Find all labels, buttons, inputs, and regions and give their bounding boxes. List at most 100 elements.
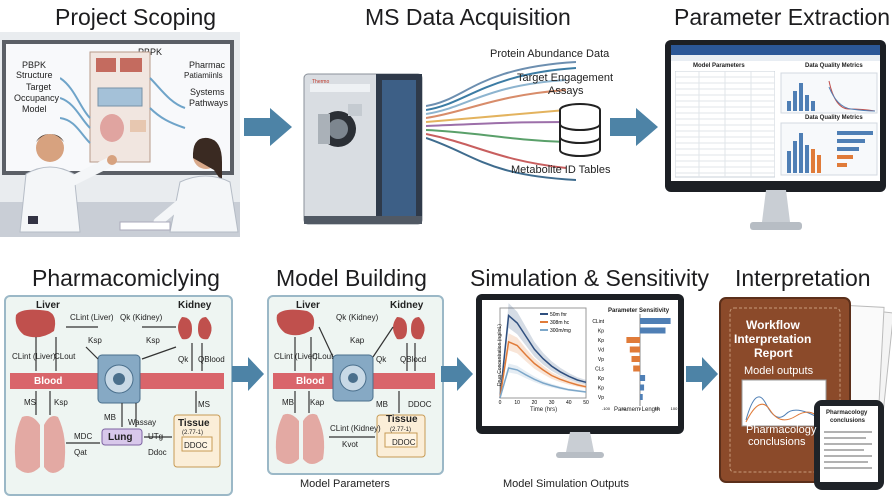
param-label: DDOC (184, 441, 208, 450)
quality-charts (780, 72, 878, 176)
param-label: MS (198, 400, 210, 409)
x-tick-label: 50 (583, 400, 589, 406)
sensitivity-title: Parameter Sensitivity (608, 308, 670, 314)
sensitivity-param-label: Vd (598, 348, 604, 354)
param-label: CLint (Kidney) (330, 424, 381, 433)
param-label: Ddoc (148, 448, 167, 457)
report-binder (719, 297, 892, 490)
title-model-building: Model Building (276, 265, 427, 291)
param-label: Kvot (342, 440, 359, 449)
sensitivity-param-label: Vp (598, 357, 604, 363)
series-line (499, 367, 587, 399)
param-label: Wassay (128, 418, 157, 427)
flow-arrow (244, 108, 292, 146)
x-axis-label: Time (hrs) (530, 407, 558, 413)
board-text: Structure (16, 70, 53, 80)
tablet-title: Pharmacology (826, 410, 868, 416)
legend-label: 50m fnr (550, 312, 567, 318)
database-icon (559, 103, 601, 157)
flow-arrow (441, 357, 473, 391)
tissue-label: Tissue (386, 414, 418, 425)
board-text: Occupancy (14, 93, 60, 103)
lung-label: Lung (108, 432, 133, 443)
param-label: CLint (Liver) (274, 352, 318, 361)
monitor-stand (750, 190, 802, 230)
board-text: PBPK (22, 60, 47, 70)
sensitivity-param-label: CLint (592, 319, 604, 325)
param-label: DDOC (392, 438, 416, 447)
sensitivity-bar (626, 337, 640, 343)
ms-label: Assays (548, 85, 584, 97)
board-diagram (60, 51, 186, 163)
report-title: Interpretation (734, 332, 812, 346)
sens-tick-label: -100 (602, 406, 611, 411)
sens-tick-label: 0 (639, 406, 642, 411)
flow-arrow (610, 108, 658, 146)
table-title: Model Parameters (693, 63, 745, 69)
param-label: (2.77-1) (390, 427, 412, 433)
report-title: Report (754, 346, 793, 360)
title-simulation: Simulation & Sensitivity (470, 265, 710, 291)
ms-label: Protein Abundance Data (490, 48, 610, 60)
ms-label: Metabolite ID Tables (511, 164, 611, 176)
legend-label: 308m hc (550, 320, 570, 326)
flow-arrow (686, 357, 718, 391)
param-label: UTg (148, 432, 164, 441)
scientist-head (36, 134, 64, 162)
sensitivity-bar (640, 375, 646, 381)
param-label: Ksp (54, 398, 68, 407)
mass-spectrometer (303, 73, 423, 225)
monitor-screen: Model Parameters Data Quality Metrics Da… (671, 45, 880, 181)
sensitivity-param-label: CLs (595, 367, 604, 373)
lung-icon (14, 416, 66, 473)
liver-icon (96, 58, 116, 72)
sensitivity-param-label: Vp (598, 395, 604, 401)
liver-label: Liver (296, 300, 320, 311)
param-label: Qk (Kidney) (336, 313, 379, 322)
parameter-table (675, 71, 775, 178)
report-label: Model outputs (744, 365, 814, 377)
param-label: QBlood (198, 355, 225, 364)
param-label: QBlocd (400, 355, 427, 364)
blood-label: Blood (34, 376, 63, 387)
param-label: Qk (Kidney) (120, 313, 163, 322)
param-label: Qk (376, 355, 387, 364)
liver-icon (15, 309, 56, 338)
param-label: CLint (Liver) (12, 352, 56, 361)
sens-tick-label: -50 (620, 406, 627, 411)
tablet-title: conclusions (830, 418, 866, 424)
y-axis-label: Drug Concentration (ng/mL) (497, 324, 503, 386)
lung-icon (100, 114, 124, 142)
kidney-label: Kidney (390, 300, 424, 311)
param-label: Ksp (146, 336, 160, 345)
chart-title: Data Quality Metrics (805, 115, 863, 121)
chart-title: Data Quality Metrics (805, 63, 863, 69)
param-label: (2.77-1) (182, 430, 204, 436)
kidney-icon (120, 58, 142, 72)
sensitivity-bar (629, 346, 640, 353)
data-streams (426, 61, 576, 181)
caption: Model Simulation Outputs (503, 478, 629, 490)
kidney-icon (178, 317, 212, 340)
title-interpretation: Interpretation (735, 265, 871, 291)
report-title: Workflow (746, 318, 800, 332)
model-diagram (273, 309, 435, 464)
x-tick-label: 20 (532, 400, 538, 406)
param-label: Qk (178, 355, 189, 364)
blood-label: Blood (296, 376, 325, 387)
sensitivity-param-label: Kp (598, 329, 604, 335)
scientists (0, 134, 240, 237)
sensitivity-param-label: Kp (598, 386, 604, 392)
liver-icon (276, 309, 315, 336)
project-scoping-scene: PBPK Structure Target Occupancy Model PB… (0, 32, 240, 237)
param-label: Kap (310, 398, 325, 407)
board-text: Systems (190, 87, 225, 97)
title-ms-data: MS Data Acquisition (365, 4, 571, 30)
param-label: MDC (74, 432, 93, 441)
sensitivity-param-label: Kp (598, 376, 604, 382)
sens-x-label: Paramem Length (614, 407, 661, 413)
param-label: MB (282, 398, 294, 407)
x-tick-label: 30 (549, 400, 555, 406)
